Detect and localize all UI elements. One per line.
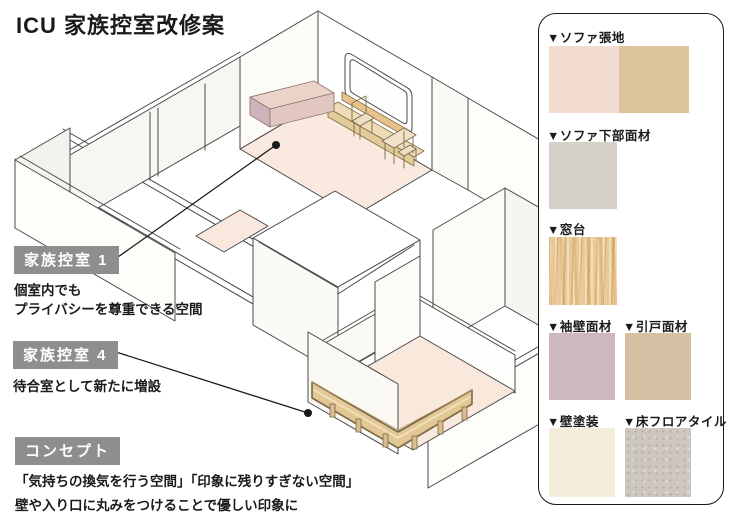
swatch-sofa-fabric-pink [549,46,619,113]
annotation-room4: 家族控室 4 待合室として新たに増設 [13,341,161,396]
swatch-sliding-door [625,333,691,400]
annotation-concept: コンセプト 「気持ちの換気を行う空間」「印象に残りすぎない空間」 壁や入り口に丸… [15,437,359,518]
room1-desc-line2: プライバシーを尊重できる空間 [14,302,203,317]
window-sill-label: ▼窓台 [547,223,586,237]
axonometric-drawing [14,10,540,489]
room4-label-box: 家族控室 4 [13,341,118,369]
floor-tile-label: ▼床フロアタイル [623,415,727,429]
room4-desc-line1: 待合室として新たに増設 [13,379,162,394]
swatch-floor-tile [625,428,691,497]
swatch-sofa-fabric-tan [619,46,689,113]
concept-line2: 壁や入り口に丸みをつけることで優しい印象に [15,498,299,513]
leader-line-room1 [117,141,280,258]
room1-label-box: 家族控室 1 [14,246,119,274]
bench [311,381,473,450]
material-panel: ▼ソファ張地 ▼ソファ下部面材 ▼窓台 ▼袖壁面材 ▼引戸面材 ▼壁塗装 ▼床フ… [538,13,727,505]
wing-room-walls [14,51,269,322]
swatch-sofa-base [549,142,617,209]
concept-line1: 「気持ちの換気を行う空間」「印象に残りすぎない空間」 [15,474,360,489]
leader-line-room4 [115,351,312,417]
wall-paint-label: ▼壁塗装 [547,415,599,429]
page-title: ICU 家族控室改修案 [16,13,226,38]
table-icon [381,127,417,169]
chair-icon [351,95,375,140]
sliding-door-label: ▼引戸面材 [623,320,688,334]
annotation-room1: 家族控室 1 個室内でも プライバシーを尊重できる空間 [14,246,202,319]
right-wing-walls [431,76,540,233]
room1-desc-line1: 個室内でも [14,283,82,298]
swatch-sleeve-wall [549,333,615,400]
sofa [249,80,335,128]
concept-label-box: コンセプト [15,437,121,465]
right-middle-walls [432,187,540,349]
sleeve-wall-label: ▼袖壁面材 [547,320,612,334]
swatch-window-sill [549,237,617,305]
sofa-fabric-label: ▼ソファ張地 [547,31,625,45]
swatch-wall-paint [549,428,615,497]
sofa-base-label: ▼ソファ下部面材 [547,129,651,143]
